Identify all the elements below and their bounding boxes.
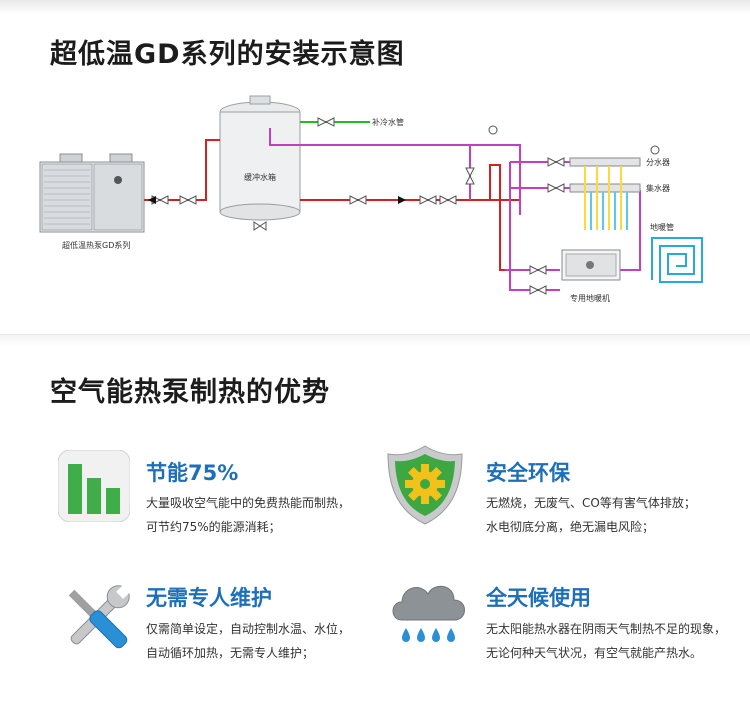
manifold-branches (584, 166, 628, 230)
feature-title-safety: 安全环保 (486, 461, 570, 485)
buffer-tank (219, 95, 301, 221)
feature-line: 水电彻底分离，绝无漏电风险； (486, 520, 655, 534)
feature-title-energy: 节能75% (146, 461, 239, 485)
wrench-screwdriver-icon (58, 578, 136, 658)
feature-line: 可节约75%的能源消耗； (146, 520, 281, 534)
label-makeup-water: 补冷水管 (372, 118, 404, 127)
label-floor-heater: 专用地暖机 (570, 294, 610, 303)
pumps (148, 125, 660, 204)
label-water-distributor: 分水器 (646, 158, 670, 167)
label-buffer-tank: 缓冲水箱 (244, 173, 276, 182)
floor-heater-machine (561, 249, 621, 281)
feature-line: 大量吸收空气能中的免费热能而制热， (146, 496, 351, 510)
heat-pump-unit (39, 153, 145, 233)
label-water-collector: 集水器 (646, 184, 670, 193)
install-title: 超低温GD系列的安装示意图 (50, 39, 405, 70)
manifolds (569, 157, 641, 193)
shield-gear-icon (386, 444, 464, 526)
hot-pipes (144, 139, 560, 271)
label-floor-pipe: 地暖管 (650, 223, 674, 232)
top-shadow (0, 0, 750, 14)
feature-title-all-weather: 全天候使用 (486, 586, 591, 610)
feature-line: 自动循环加热，无需专人维护； (146, 646, 315, 660)
advantages-title: 空气能热泵制热的优势 (50, 377, 330, 408)
floor-coil (651, 237, 703, 283)
bar-chart-icon (57, 449, 131, 523)
feature-line: 无燃烧，无废气、CO等有害气体排放； (486, 496, 696, 510)
install-section: 超低温GD系列的安装示意图 (0, 0, 750, 335)
feature-title-maintenance: 无需专人维护 (146, 586, 272, 610)
rain-cloud-icon (388, 574, 470, 654)
feature-line: 仅需简单设定，自动控制水温、水位， (146, 622, 351, 636)
feature-line: 无太阳能热水器在阴雨天气制热不足的现象， (486, 622, 727, 636)
install-diagram (39, 95, 703, 295)
section-divider (0, 334, 750, 347)
label-unit: 超低温热泵GD系列 (62, 241, 131, 250)
feature-line: 无论何种天气状况，有空气就能产热水。 (486, 646, 703, 660)
